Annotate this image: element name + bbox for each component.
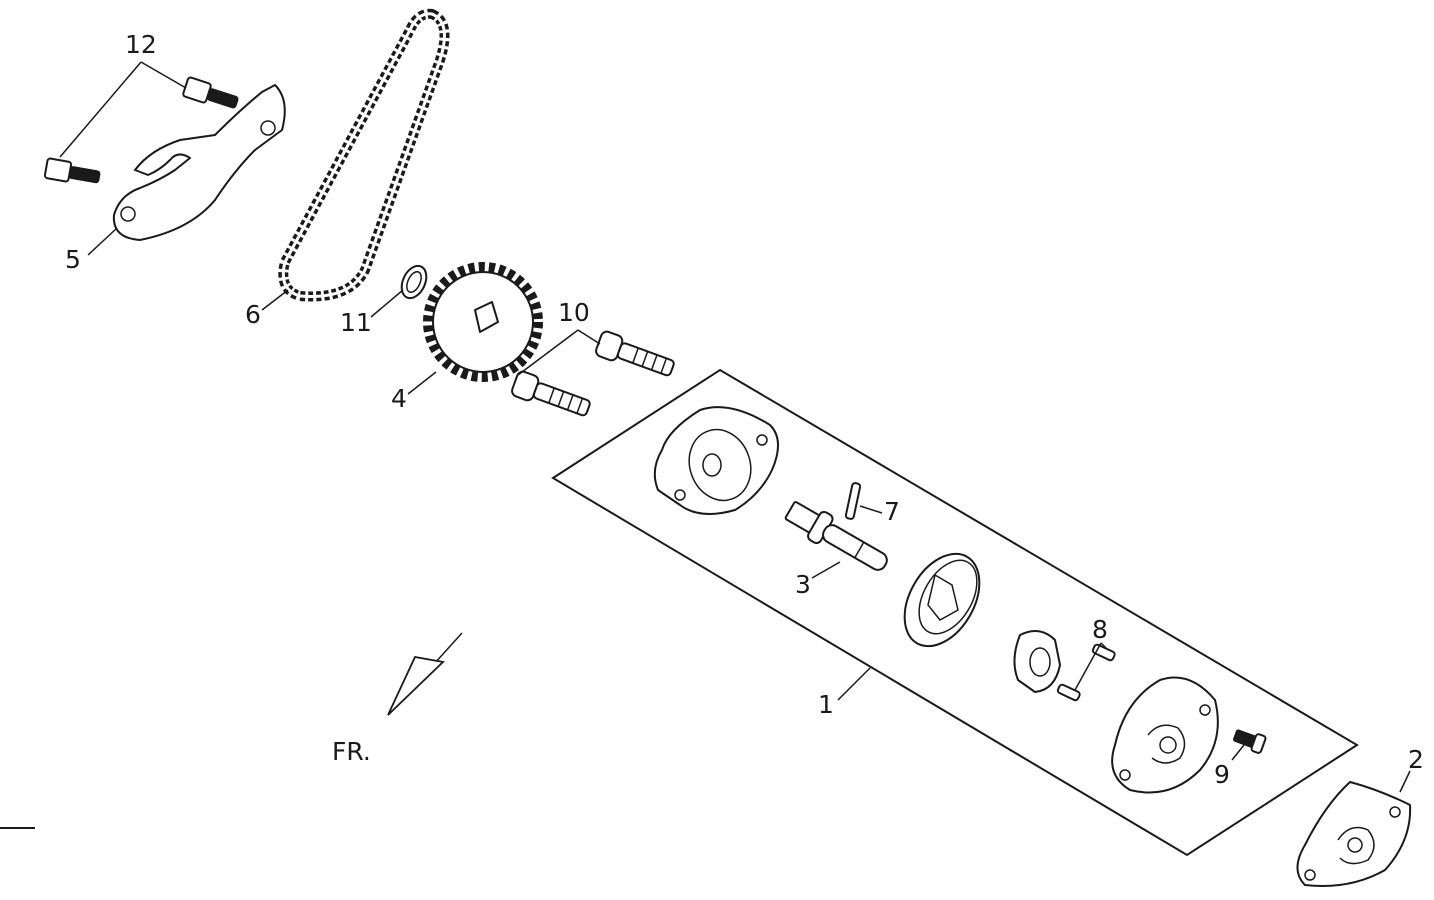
callout-8: 8: [1092, 615, 1108, 644]
callout-1: 1: [818, 690, 834, 719]
callout-11: 11: [340, 308, 372, 337]
callout-6: 6: [245, 300, 261, 329]
part-7-pin: [844, 482, 862, 520]
pump-body: [653, 406, 779, 515]
leader-lines: [59, 61, 1411, 793]
part-5-guide-plate: [112, 84, 286, 241]
part-1-assembly-outline: [551, 368, 1359, 857]
part-12-bolts: [43, 76, 239, 184]
part-6-chain: [278, 8, 450, 302]
part-3-shaft: [784, 501, 888, 571]
pump-cover: [1111, 676, 1219, 794]
part-10-screws: [511, 330, 675, 417]
callout-3: 3: [795, 570, 811, 599]
callout-labels: 1 2 3 4 5 6 7 8 9 10 11 12: [65, 30, 1424, 789]
part-9-screw: [1233, 729, 1267, 754]
part-2-gasket: [1296, 781, 1412, 887]
callout-9: 9: [1214, 760, 1230, 789]
callout-4: 4: [391, 384, 407, 413]
callout-12: 12: [125, 30, 157, 59]
inner-rotor: [1013, 630, 1061, 693]
front-direction-arrow: FR.: [332, 632, 463, 766]
callout-5: 5: [65, 245, 81, 274]
part-4-sprocket: [423, 262, 543, 382]
callout-2: 2: [1408, 745, 1424, 774]
part-8-pins: [1056, 643, 1116, 702]
part-11-circlip: [400, 264, 428, 300]
direction-label: FR.: [332, 737, 371, 766]
outer-rotor: [903, 552, 981, 648]
callout-7: 7: [884, 497, 900, 526]
callout-10: 10: [558, 298, 590, 327]
